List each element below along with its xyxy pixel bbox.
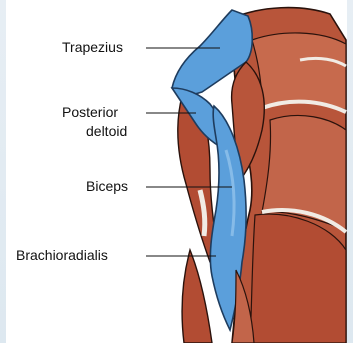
biceps-label: Biceps bbox=[86, 178, 128, 195]
forearm-muscle bbox=[182, 250, 212, 343]
posterior-deltoid-label-line2: deltoid bbox=[86, 123, 127, 140]
trapezius-label: Trapezius bbox=[62, 39, 123, 56]
brachioradialis-label: Brachioradialis bbox=[16, 247, 108, 264]
posterior-deltoid-label-line1: Posterior bbox=[62, 104, 118, 121]
upper-back-muscle bbox=[252, 33, 346, 110]
